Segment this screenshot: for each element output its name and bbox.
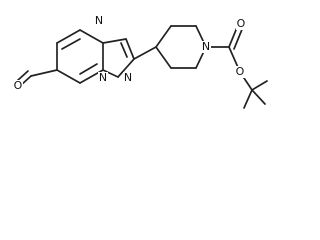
pyrimidine-nitrogen-top-bg [94, 15, 104, 27]
carbamate-oxygen-top-bg [236, 18, 246, 30]
bond-ring-a-6 [56, 69, 81, 84]
bond-carbamate-o-double-b [233, 26, 244, 50]
aldehyde-oxygen-label: O [14, 79, 23, 92]
bond-ring-a-3 [79, 29, 104, 44]
bond-tbu-2 [243, 89, 253, 109]
bond-ring-a-inner-1 [61, 38, 81, 50]
carbamate-oxygen-bottom-label: O [236, 65, 245, 78]
pyrazole-nitrogen-bottom-left-bg [98, 72, 108, 84]
bond-pip-1 [155, 25, 172, 48]
bond-ring-a-2 [56, 29, 81, 44]
bond-tbu-3 [251, 89, 266, 105]
bond-tbu-1 [251, 80, 268, 91]
molecule-diagram: O N N N N O O [13, 14, 268, 109]
bond-ring-b-4 [102, 69, 119, 78]
pyrimidine-nitrogen-top-label: N [95, 14, 103, 27]
pyrazole-nitrogen-bottom-right-bg [123, 72, 133, 84]
bond-ring-b-2 [125, 38, 135, 60]
bond-pip-6 [155, 46, 172, 69]
bond-ring-b-inner [120, 42, 128, 58]
carbamate-oxygen-top-label: O [237, 17, 246, 30]
bond-to-piperidine [133, 46, 157, 60]
piperidine-nitrogen-label: N [202, 40, 210, 53]
pyrazole-nitrogen-bottom-left-label: N [99, 71, 107, 84]
aldehyde-oxygen-bg [13, 80, 23, 92]
pyrazole-nitrogen-bottom-right-label: N [124, 71, 132, 84]
bond-aldehyde-oxygen-double [16, 70, 29, 82]
carbamate-oxygen-bottom-bg [235, 66, 245, 78]
chemical-structure-canvas: O N N N N O O [0, 0, 280, 126]
piperidine-nitrogen-bg [201, 41, 211, 53]
bond-ring-b-3 [117, 58, 135, 78]
bond-ring-b-1 [102, 38, 127, 44]
bond-ring-a-inner-2 [79, 63, 98, 75]
bond-aldehyde-ring [30, 69, 58, 77]
